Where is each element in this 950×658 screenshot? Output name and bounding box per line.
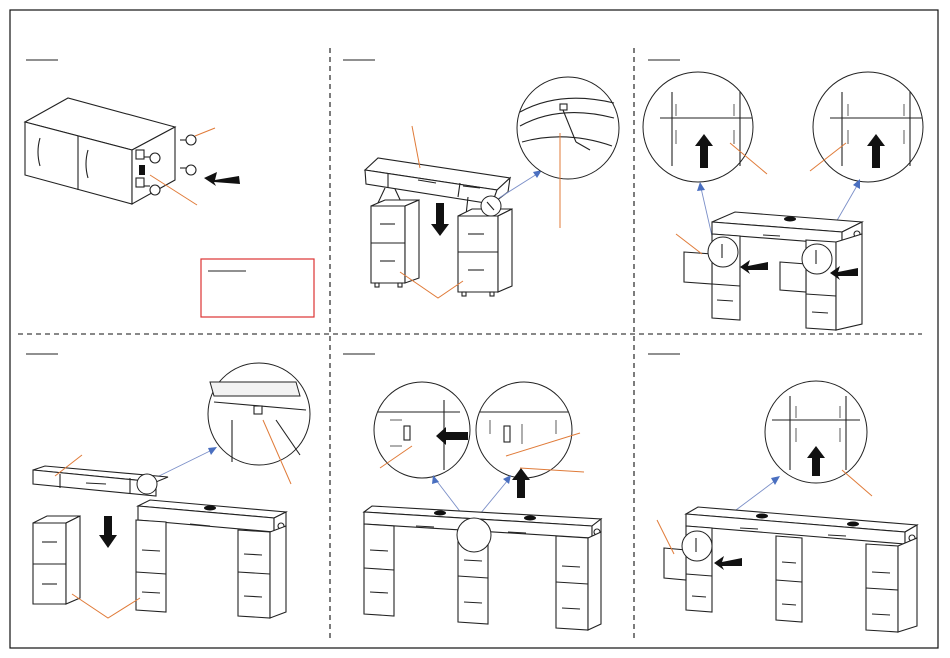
detail-circle-5	[374, 382, 470, 478]
insert-arrow	[204, 172, 240, 186]
step-2-panel	[365, 77, 619, 298]
step-6-panel	[657, 381, 917, 632]
step-5-panel	[364, 382, 601, 630]
detail-circle-4	[208, 363, 310, 465]
step-1-panel	[25, 98, 314, 317]
detail-circle-7	[765, 381, 867, 483]
detail-circle-3	[813, 72, 923, 182]
step-4-panel	[33, 363, 310, 618]
detail-circle-2	[643, 72, 753, 182]
detail-circle-6	[476, 382, 572, 478]
note-box	[201, 259, 314, 317]
detail-circle-1	[517, 77, 619, 179]
step-3-panel	[643, 72, 923, 330]
lower-arrow	[431, 203, 449, 236]
